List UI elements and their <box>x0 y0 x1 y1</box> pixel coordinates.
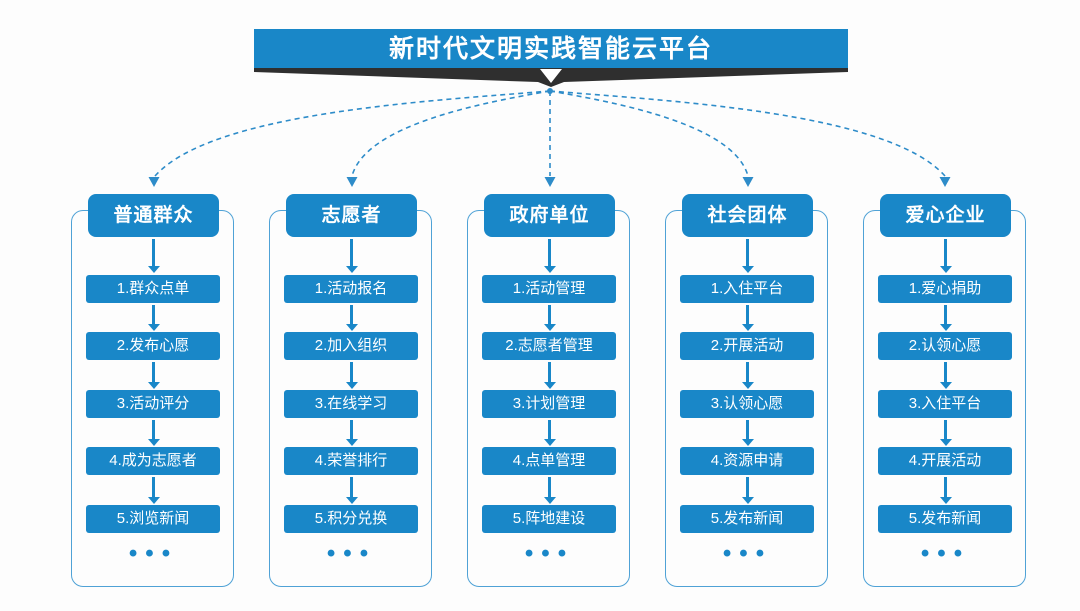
flow-arrow-icon <box>346 420 357 446</box>
platform-title-banner: 新时代文明实践智能云平台 <box>254 29 848 68</box>
flow-step: 1.爱心捐助 <box>878 275 1012 303</box>
more-dots: ••• <box>722 540 773 567</box>
flow-step: 1.群众点单 <box>86 275 220 303</box>
banner-ribbon <box>254 68 848 87</box>
column-header: 普通群众 <box>88 194 219 237</box>
flow-step: 3.活动评分 <box>86 390 220 418</box>
flow-step: 2.开展活动 <box>680 332 814 360</box>
more-dots: ••• <box>326 540 377 567</box>
flow-step: 1.入住平台 <box>680 275 814 303</box>
column-header: 社会团体 <box>682 194 813 237</box>
column-header: 爱心企业 <box>880 194 1011 237</box>
flow-step: 5.发布新闻 <box>878 505 1012 533</box>
flow-arrow-icon <box>544 239 555 273</box>
flow-arrow-icon <box>148 362 159 389</box>
flow-step: 5.积分兑换 <box>284 505 418 533</box>
flow-arrow-icon <box>346 305 357 331</box>
column-social-organizations: 社会团体 1.入住平台 2.开展活动 3.认领心愿 4.资源申请 5.发布新闻 … <box>664 180 831 590</box>
flow-arrow-icon <box>544 477 555 504</box>
connector-curve-4 <box>549 90 749 177</box>
flow-step: 2.发布心愿 <box>86 332 220 360</box>
flow-arrow-icon <box>148 477 159 504</box>
flow-step: 5.浏览新闻 <box>86 505 220 533</box>
flow-step: 3.计划管理 <box>482 390 616 418</box>
flow-arrow-icon <box>742 362 753 389</box>
more-dots: ••• <box>524 540 575 567</box>
flow-step: 4.开展活动 <box>878 447 1012 475</box>
flow-step: 4.点单管理 <box>482 447 616 475</box>
column-caring-enterprises: 爱心企业 1.爱心捐助 2.认领心愿 3.入住平台 4.开展活动 5.发布新闻 … <box>862 180 1029 590</box>
flow-step: 5.阵地建设 <box>482 505 616 533</box>
flow-arrow-icon <box>940 420 951 446</box>
flow-arrow-icon <box>346 362 357 389</box>
flow-arrow-icon <box>544 420 555 446</box>
flow-arrow-icon <box>940 362 951 389</box>
column-header: 志愿者 <box>286 194 417 237</box>
flow-arrow-icon <box>940 305 951 331</box>
ribbon-down-arrow-icon <box>540 69 562 83</box>
flow-arrow-icon <box>544 362 555 389</box>
flow-arrow-icon <box>544 305 555 331</box>
flow-arrow-icon <box>148 239 159 273</box>
flow-step: 2.认领心愿 <box>878 332 1012 360</box>
flow-arrow-icon <box>346 477 357 504</box>
flow-arrow-icon <box>742 420 753 446</box>
flow-step: 4.资源申请 <box>680 447 814 475</box>
flow-step: 5.发布新闻 <box>680 505 814 533</box>
flow-step: 4.荣誉排行 <box>284 447 418 475</box>
flow-step: 2.加入组织 <box>284 332 418 360</box>
flow-step: 3.在线学习 <box>284 390 418 418</box>
flow-arrow-icon <box>940 239 951 273</box>
connector-curve-5 <box>549 90 946 177</box>
flow-arrow-icon <box>148 305 159 331</box>
flow-arrow-icon <box>742 305 753 331</box>
flow-arrow-icon <box>346 239 357 273</box>
more-dots: ••• <box>920 540 971 567</box>
column-government-units: 政府单位 1.活动管理 2.志愿者管理 3.计划管理 4.点单管理 5.阵地建设… <box>466 180 633 590</box>
column-general-public: 普通群众 1.群众点单 2.发布心愿 3.活动评分 4.成为志愿者 5.浏览新闻… <box>70 180 237 590</box>
more-dots: ••• <box>128 540 179 567</box>
column-header: 政府单位 <box>484 194 615 237</box>
flow-step: 3.入住平台 <box>878 390 1012 418</box>
flow-step: 1.活动报名 <box>284 275 418 303</box>
connector-curve-2 <box>351 90 551 177</box>
platform-title: 新时代文明实践智能云平台 <box>388 35 713 63</box>
flow-arrow-icon <box>742 239 753 273</box>
flow-arrow-icon <box>148 420 159 446</box>
flow-step: 3.认领心愿 <box>680 390 814 418</box>
flow-arrow-icon <box>940 477 951 504</box>
flow-step: 2.志愿者管理 <box>482 332 616 360</box>
flow-arrow-icon <box>742 477 753 504</box>
flow-step: 4.成为志愿者 <box>86 447 220 475</box>
flow-step: 1.活动管理 <box>482 275 616 303</box>
column-volunteers: 志愿者 1.活动报名 2.加入组织 3.在线学习 4.荣誉排行 5.积分兑换 •… <box>268 180 435 590</box>
connector-curve-1 <box>154 90 551 177</box>
